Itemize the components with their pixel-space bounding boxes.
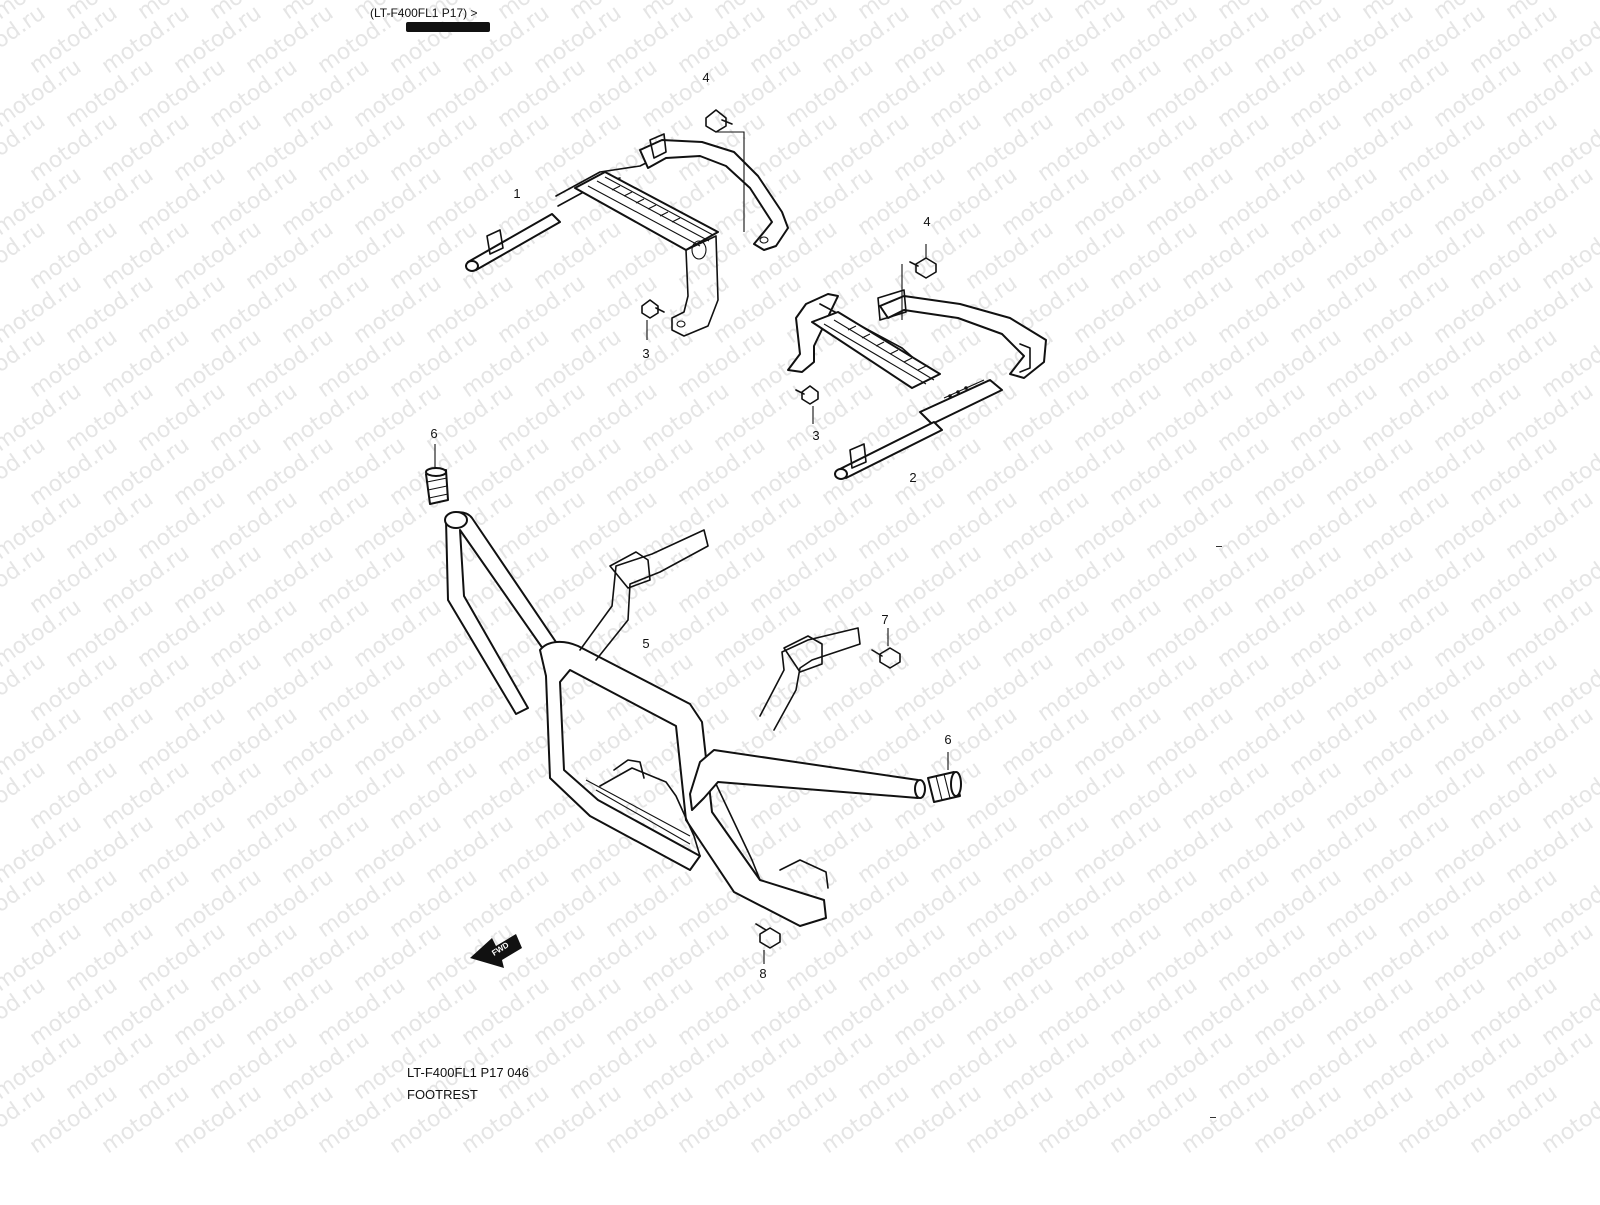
part-1-left-footrest: [465, 133, 789, 337]
page-header: (LT-F400FL1 P17) >: [370, 6, 478, 20]
bolt-4-upper: [705, 109, 745, 232]
bolt-3-upper: [641, 299, 665, 340]
callout-6: 6: [430, 426, 437, 441]
part-2-right-footrest: [787, 289, 1047, 480]
callout-7: 7: [881, 612, 888, 627]
bolt-4-right: [901, 244, 937, 320]
bolt-3-right: [795, 385, 819, 424]
header-redaction-bar: [406, 22, 490, 32]
edge-mark: [1216, 546, 1222, 547]
callout-4: 4: [702, 70, 709, 85]
callout-3: 3: [812, 428, 819, 443]
callout-1: 1: [513, 186, 520, 201]
part-5-front-guard: [444, 511, 926, 927]
callout-3: 3: [642, 346, 649, 361]
diagram-title: FOOTREST: [407, 1087, 478, 1102]
diagram-code: LT-F400FL1 P17 046: [407, 1065, 529, 1080]
cap-6-upper: [425, 444, 449, 505]
callout-6: 6: [944, 732, 951, 747]
cap-6-right: [927, 752, 962, 803]
callout-4: 4: [923, 214, 930, 229]
bolt-8: [755, 923, 781, 964]
callout-2: 2: [909, 470, 916, 485]
callout-5: 5: [642, 636, 649, 651]
callout-8: 8: [759, 966, 766, 981]
callout-labels: 4 1 3 4 3 2 6 5 7 6 8: [430, 70, 951, 981]
bolt-7: [871, 628, 901, 669]
edge-mark: [1210, 1117, 1216, 1118]
watermark-layer: motod.rumotod.rumotod.rumotod.rumotod.ru…: [0, 0, 1600, 1159]
